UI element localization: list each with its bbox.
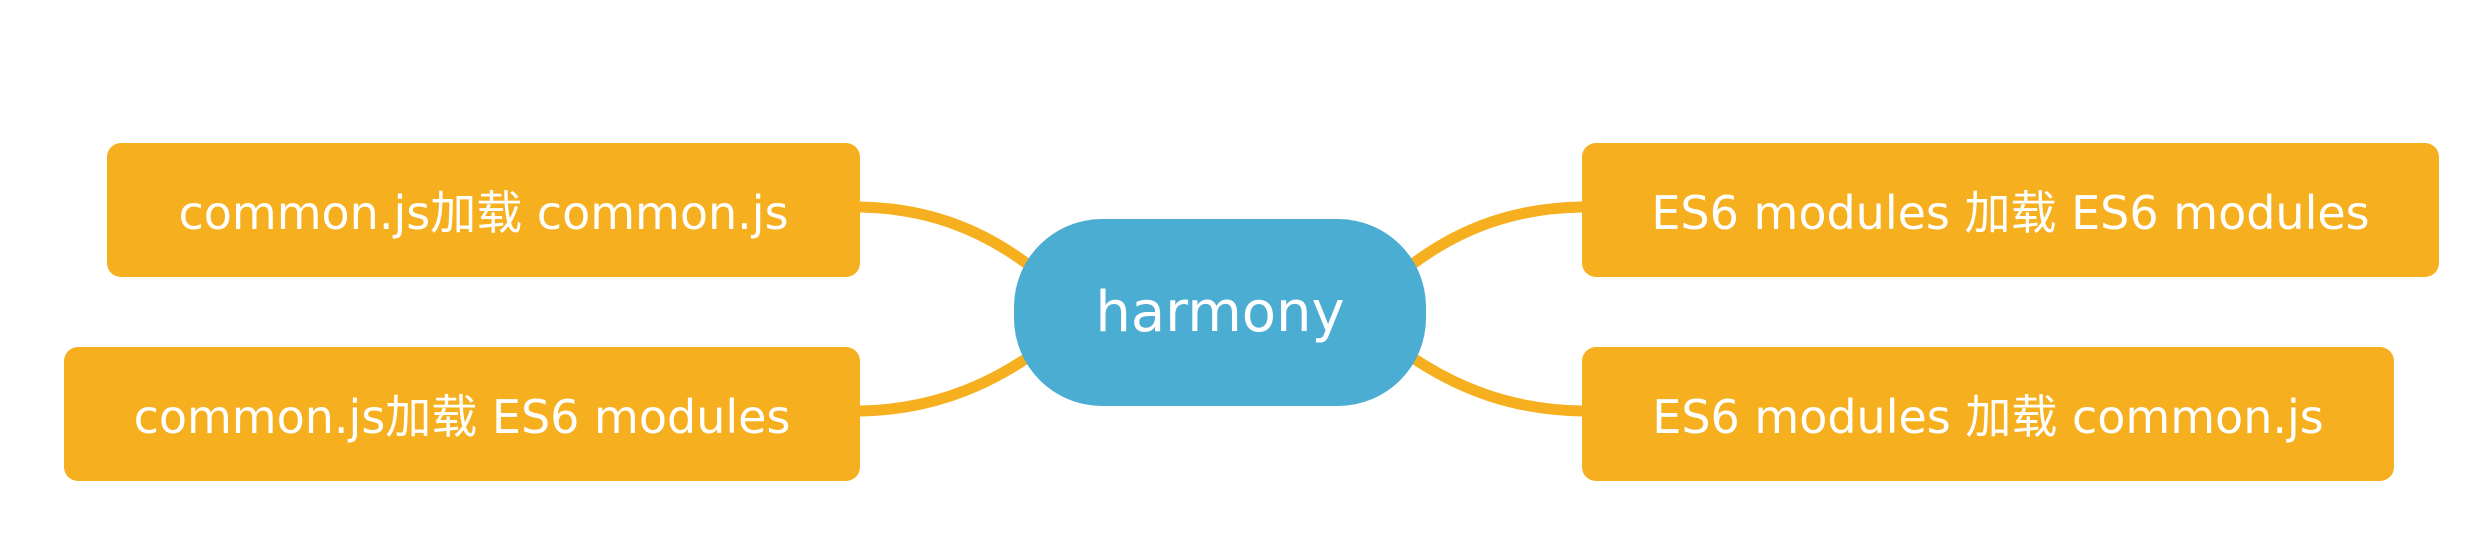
branch-node-top-left[interactable]: common.js加载 common.js (107, 143, 860, 277)
branch-label: common.js加载 common.js (178, 186, 789, 240)
branch-label: ES6 modules 加载 ES6 modules (1651, 186, 2370, 240)
central-topic-label: harmony (1095, 280, 1345, 345)
connector-top-left (854, 201, 1036, 272)
branch-node-bottom-right[interactable]: ES6 modules 加载 common.js (1582, 347, 2394, 481)
branch-node-bottom-left[interactable]: common.js加载 ES6 modules (64, 347, 860, 481)
connector-top-right (1404, 201, 1588, 272)
connector-bottom-left (854, 350, 1036, 417)
branch-node-top-right[interactable]: ES6 modules 加载 ES6 modules (1582, 143, 2439, 277)
connector-bottom-right (1404, 350, 1588, 417)
branch-label: ES6 modules 加载 common.js (1652, 390, 2324, 444)
central-topic-node[interactable]: harmony (1014, 219, 1426, 406)
branch-label: common.js加载 ES6 modules (133, 390, 791, 444)
